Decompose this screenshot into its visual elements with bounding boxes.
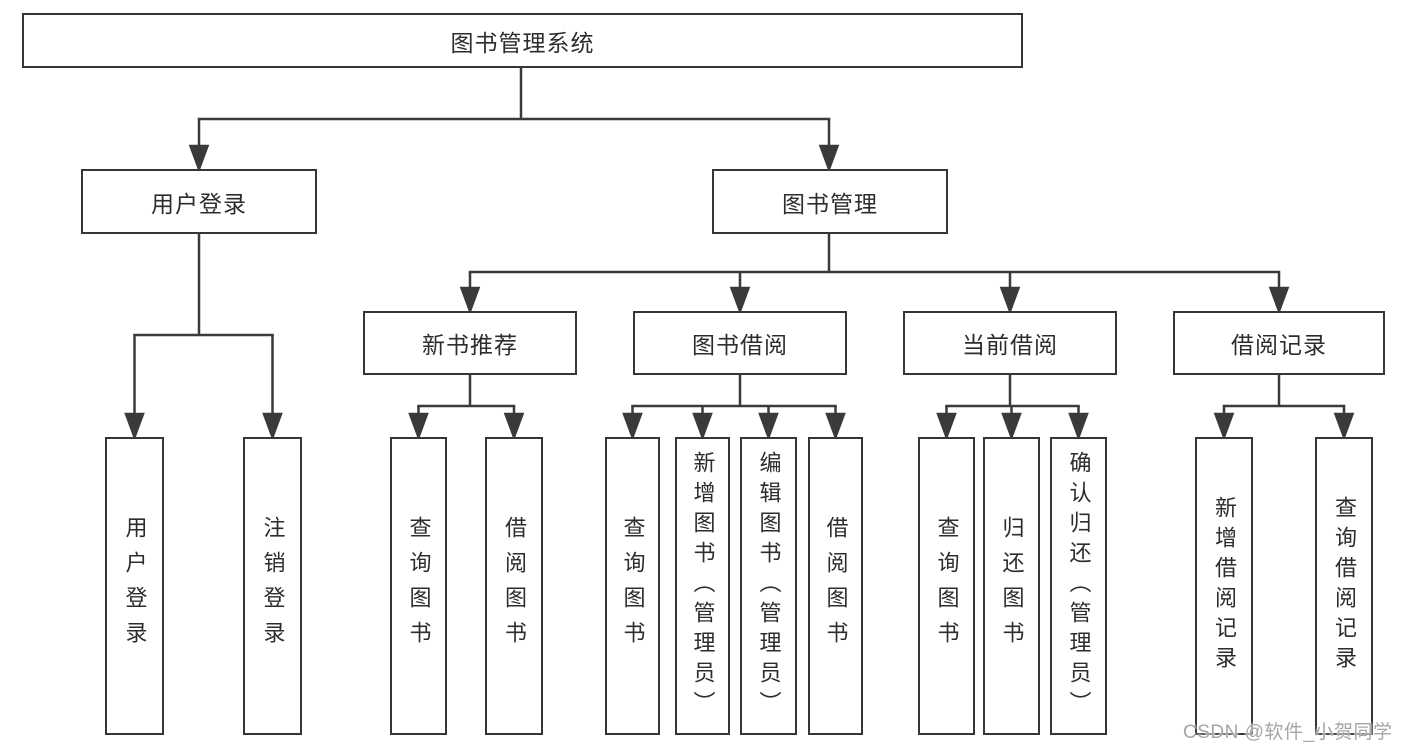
leaf-borrow-books: 借阅图书	[808, 437, 863, 735]
node-book-borrowing: 图书借阅	[633, 311, 847, 375]
leaf-query-books-borrow: 查询图书	[605, 437, 660, 735]
leaf-user-login: 用户登录	[105, 437, 164, 735]
leaf-query-books-recommend: 查询图书	[390, 437, 447, 735]
leaf-add-books-admin-label: 新增图书（管理员）	[690, 451, 716, 721]
node-user-login-label: 用户登录	[151, 190, 247, 217]
leaf-query-books-current-label: 查询图书	[934, 516, 960, 656]
leaf-user-login-label: 用户登录	[122, 516, 148, 656]
leaf-query-borrow-record: 查询借阅记录	[1315, 437, 1373, 735]
csdn-watermark: CSDN @软件_小贺同学	[1183, 722, 1393, 743]
leaf-logout: 注销登录	[243, 437, 302, 735]
leaf-query-books-borrow-label: 查询图书	[620, 516, 646, 656]
node-current-borrowing-label: 当前借阅	[962, 332, 1058, 358]
node-library-system-label: 图书管理系统	[450, 29, 595, 56]
node-current-borrowing: 当前借阅	[903, 311, 1117, 375]
leaf-query-books-current: 查询图书	[918, 437, 975, 735]
leaf-query-borrow-record-label: 查询借阅记录	[1332, 496, 1357, 676]
node-borrowing-records-label: 借阅记录	[1231, 332, 1327, 358]
leaf-add-borrow-record: 新增借阅记录	[1195, 437, 1253, 735]
leaf-borrow-books-label: 借阅图书	[823, 516, 849, 656]
leaf-edit-books-admin: 编辑图书（管理员）	[740, 437, 797, 735]
leaf-confirm-return-admin-label: 确认归还（管理员）	[1066, 451, 1092, 721]
node-user-login: 用户登录	[81, 169, 317, 234]
node-book-borrowing-label: 图书借阅	[692, 332, 788, 358]
leaf-add-books-admin: 新增图书（管理员）	[675, 437, 730, 735]
leaf-borrow-books-recommend: 借阅图书	[485, 437, 543, 735]
leaf-return-books-label: 归还图书	[999, 516, 1025, 656]
node-book-management-label: 图书管理	[782, 190, 878, 217]
leaf-confirm-return-admin: 确认归还（管理员）	[1050, 437, 1107, 735]
leaf-return-books: 归还图书	[983, 437, 1040, 735]
node-new-book-recommend: 新书推荐	[363, 311, 577, 375]
leaf-borrow-books-recommend-label: 借阅图书	[502, 516, 527, 656]
node-new-book-recommend-label: 新书推荐	[422, 332, 518, 358]
leaf-logout-label: 注销登录	[260, 516, 286, 656]
leaf-edit-books-admin-label: 编辑图书（管理员）	[756, 451, 782, 721]
node-library-system: 图书管理系统	[22, 13, 1023, 68]
leaf-query-books-recommend-label: 查询图书	[406, 516, 432, 656]
node-borrowing-records: 借阅记录	[1173, 311, 1385, 375]
node-book-management: 图书管理	[712, 169, 948, 234]
leaf-add-borrow-record-label: 新增借阅记录	[1212, 496, 1237, 676]
